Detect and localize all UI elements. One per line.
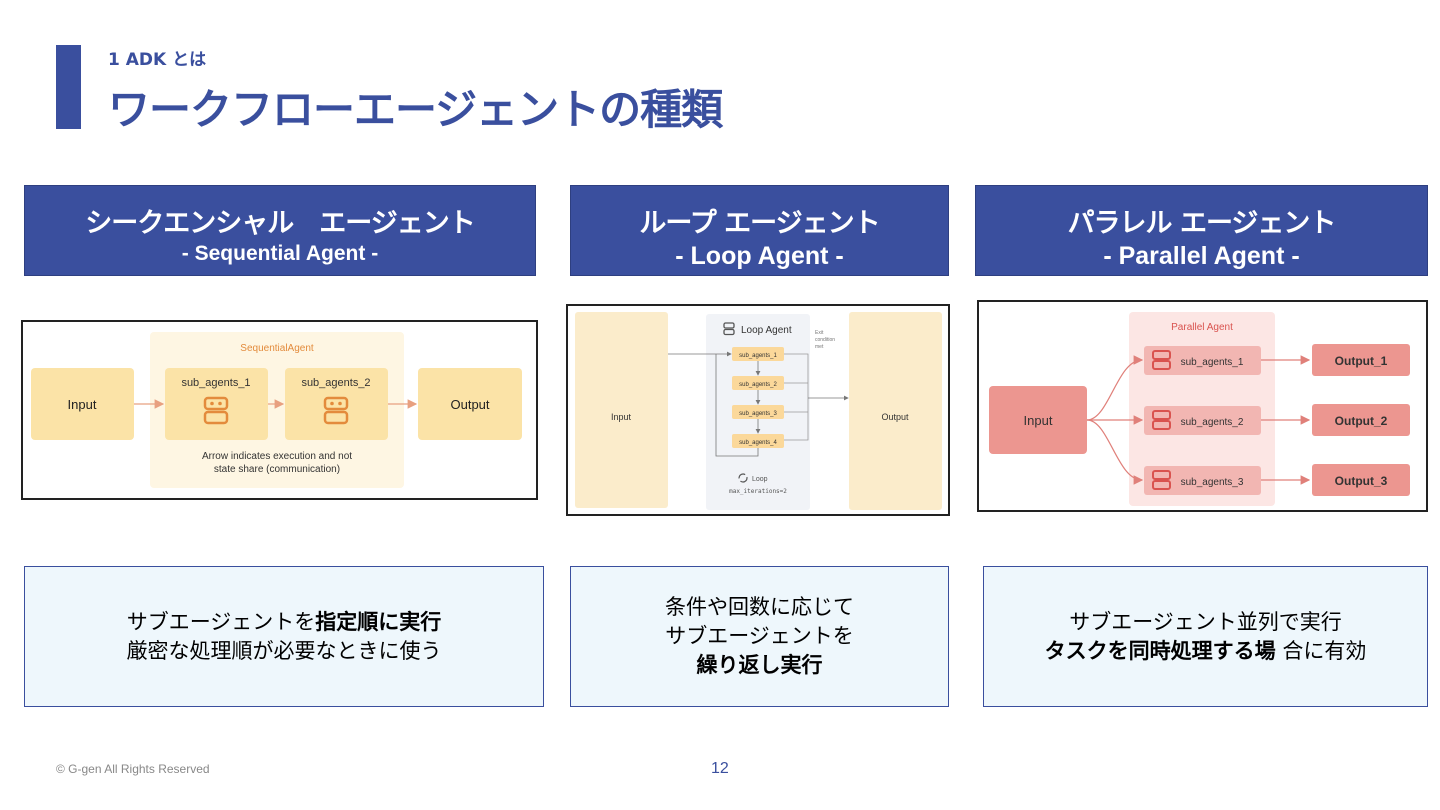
parallel-sub1-label: sub_agents_1 — [1181, 357, 1244, 368]
parallel-diagram: Parallel Agent Input sub_agents_1 sub_ag… — [977, 300, 1428, 512]
loop-input-label: Input — [611, 412, 632, 422]
loop-sub2-label: sub_agents_2 — [739, 382, 777, 388]
header-sequential-subtitle: - Sequential Agent - — [181, 242, 379, 265]
description-parallel: サブエージェント並列で実行 タスクを同時処理する場 合に有効 — [983, 566, 1428, 707]
description-sequential: サブエージェントを指定順に実行 厳密な処理順が必要なときに使う — [24, 566, 544, 707]
sequential-sub1-label: sub_agents_1 — [181, 377, 250, 389]
robot-icon — [323, 396, 349, 425]
robot-icon — [203, 396, 229, 425]
header-loop: ループ エージェント - Loop Agent - — [570, 185, 949, 276]
loop-exit-note1: Exit — [815, 330, 824, 336]
loop-output-label: Output — [881, 412, 909, 422]
sequential-sub1-node — [165, 368, 268, 440]
header-sequential: シークエンシャル エージェント - Sequential Agent - — [24, 185, 536, 276]
parallel-output1-label: Output_1 — [1335, 354, 1388, 368]
sequential-sub2-label: sub_agents_2 — [301, 377, 370, 389]
loop-sub3-label: sub_agents_3 — [739, 411, 777, 417]
section-label: 1 ADK とは — [108, 50, 207, 70]
description-parallel-emphasis: タスクを同時処理する場 — [1044, 638, 1276, 663]
description-loop-line2: サブエージェントを — [665, 624, 854, 648]
loop-sub1-label: sub_agents_1 — [739, 353, 777, 359]
loop-return-line — [715, 441, 759, 457]
description-sequential-text: サブエージェントを — [126, 609, 316, 634]
loop-sub4-label: sub_agents_4 — [739, 440, 777, 446]
parallel-output1-node — [1312, 344, 1410, 376]
loop-diagram: Input Loop Agent Exit condition met sub_… — [566, 304, 950, 516]
sequential-input-label: Input — [68, 397, 97, 412]
page-number: 12 — [711, 760, 729, 777]
header-parallel-title: パラレル エージェント — [1067, 208, 1337, 239]
sequential-sub2-node — [285, 368, 388, 440]
loop-input-node — [575, 312, 668, 508]
robot-icon — [723, 322, 735, 336]
loop-sub4-node — [732, 434, 784, 448]
page-title: ワークフローエージェントの種類 — [108, 85, 723, 134]
header-parallel-subtitle: - Parallel Agent - — [1103, 242, 1300, 270]
parallel-input-node — [989, 386, 1087, 454]
description-parallel-text: 合に有効 — [1275, 638, 1367, 663]
robot-icon — [1152, 470, 1171, 490]
loop-max-iterations: max_iterations=2 — [729, 488, 787, 495]
parallel-output2-node — [1312, 404, 1410, 436]
description-loop: 条件や回数に応じて サブエージェントを 繰り返し実行 — [570, 566, 949, 707]
description-loop-emphasis: 繰り返し実行 — [696, 653, 823, 677]
sequential-input-node — [31, 368, 134, 440]
description-loop-line1: 条件や回数に応じて — [665, 595, 854, 619]
parallel-output3-node — [1312, 464, 1410, 496]
loop-output-node — [849, 312, 942, 510]
header-sequential-title: シークエンシャル エージェント — [85, 208, 475, 239]
description-parallel-line1: サブエージェント並列で実行 — [1069, 609, 1342, 634]
parallel-sub2-label: sub_agents_2 — [1181, 417, 1244, 428]
robot-icon — [1152, 410, 1171, 430]
refresh-icon — [738, 473, 748, 483]
sequential-diagram: SequentialAgent Input sub_agents_1 sub_a… — [21, 320, 538, 500]
sequential-note-line1: Arrow indicates execution and not — [202, 451, 352, 462]
robot-icon — [1152, 350, 1171, 370]
header-loop-title: ループ エージェント — [639, 208, 880, 239]
sequential-note-line2: state share (communication) — [214, 464, 340, 475]
sequential-output-node — [418, 368, 522, 440]
sequential-output-label: Output — [450, 397, 489, 412]
arrow — [1086, 419, 1144, 485]
loop-sub1-node — [732, 347, 784, 361]
parallel-sub3-node — [1144, 466, 1261, 495]
header-parallel: パラレル エージェント - Parallel Agent - — [975, 185, 1428, 276]
parallel-sub3-label: sub_agents_3 — [1181, 477, 1244, 488]
arrow — [1086, 355, 1144, 421]
exit-bracket — [784, 353, 809, 441]
parallel-input-label: Input — [1024, 413, 1053, 428]
copyright: © G-gen All Rights Reserved — [56, 762, 210, 776]
parallel-sub2-node — [1144, 406, 1261, 435]
loop-label: Loop — [752, 476, 768, 483]
description-sequential-emphasis: 指定順に実行 — [315, 609, 442, 634]
loop-exit-note2: condition — [815, 337, 835, 343]
loop-sub3-node — [732, 405, 784, 419]
parallel-container-label: Parallel Agent — [1171, 322, 1233, 333]
description-sequential-line2: 厳密な処理順が必要なときに使う — [126, 638, 442, 663]
parallel-output2-label: Output_2 — [1335, 414, 1388, 428]
loop-title: Loop Agent — [741, 325, 792, 336]
loop-sub2-node — [732, 376, 784, 390]
title-accent-bar — [56, 45, 81, 129]
parallel-output3-label: Output_3 — [1335, 474, 1388, 488]
header-loop-subtitle: - Loop Agent - — [675, 242, 844, 270]
sequential-container-label: SequentialAgent — [240, 343, 314, 354]
parallel-sub1-node — [1144, 346, 1261, 375]
loop-exit-note3: met — [815, 344, 824, 350]
